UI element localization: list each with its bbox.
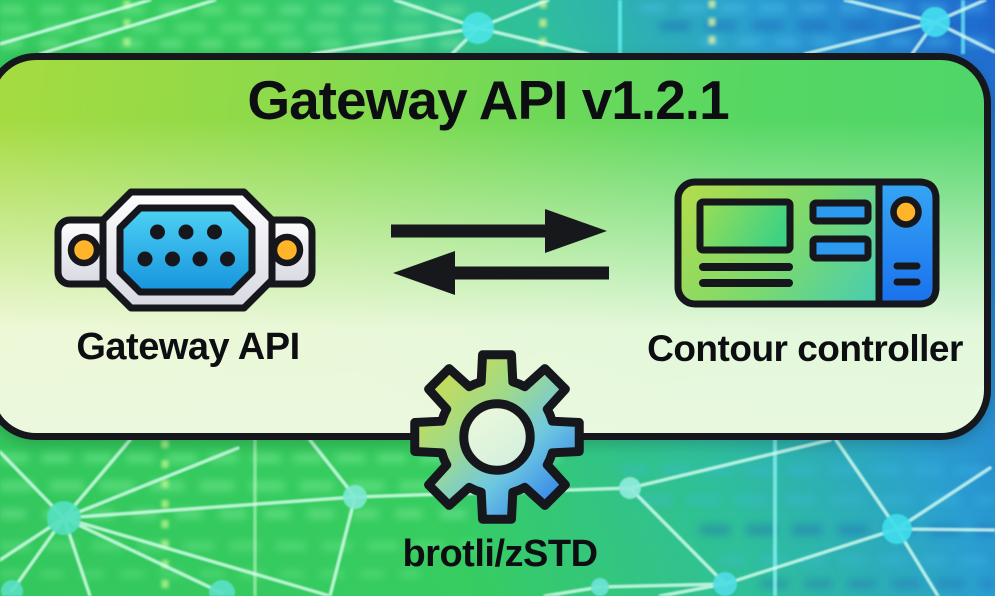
arrow-left [393, 251, 609, 295]
gateway-api-label: Gateway API [76, 326, 300, 368]
gear-icon [410, 350, 584, 524]
serial-connector-icon [54, 188, 316, 312]
screw-left [67, 233, 101, 267]
network-nodes [1, 7, 950, 596]
bidirectional-arrows-icon [391, 209, 609, 295]
screw-right [270, 233, 304, 267]
button-slot-2 [809, 235, 872, 262]
power-led [890, 196, 922, 228]
contour-controller-label: Contour controller [647, 328, 963, 369]
panel-vents [893, 262, 921, 286]
text-lines [699, 263, 793, 287]
arrow-right [391, 209, 607, 253]
connector-pins [137, 224, 235, 267]
screen [696, 198, 794, 254]
compression-label: brotli/zSTD [402, 533, 598, 575]
button-slot-1 [809, 199, 872, 225]
controller-device-icon [674, 178, 940, 308]
page-title: Gateway API v1.2.1 [247, 69, 729, 131]
